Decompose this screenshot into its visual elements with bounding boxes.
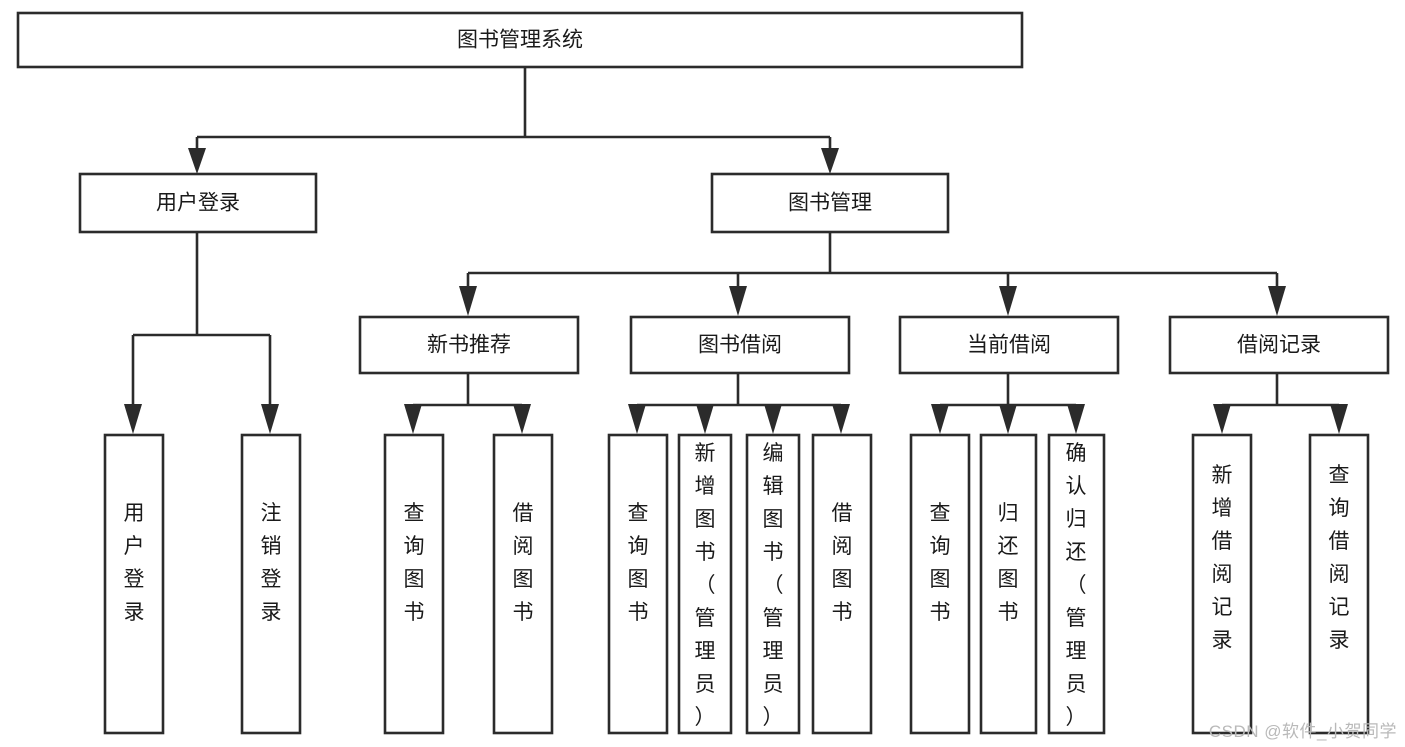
- leaf-query-book-newbook-box[interactable]: [383, 433, 445, 735]
- leaf-borrow-book-borrow-label: 借阅图书: [832, 502, 853, 624]
- arrow-root-to-book-mgmt: [821, 148, 839, 174]
- leaf-confirm-return-admin-box[interactable]: [1047, 433, 1106, 735]
- node-root-label: 图书管理系统: [457, 29, 583, 52]
- leaf-user-login-label: 用户登录: [124, 502, 145, 624]
- node-current-borrow[interactable]: 当前借阅: [898, 315, 1120, 375]
- leaf-add-borrow-record[interactable]: 新增借阅记录: [1191, 433, 1253, 735]
- leaf-return-book-box[interactable]: [979, 433, 1038, 735]
- leaf-return-book-label: 归还图书: [998, 502, 1019, 624]
- leaf-query-book-newbook[interactable]: 查询图书: [383, 433, 445, 735]
- leaf-query-book-current-box[interactable]: [909, 433, 971, 735]
- arrow-borrow-to-leaf1: [628, 404, 646, 434]
- node-book-management-box[interactable]: [710, 172, 950, 234]
- leaf-edit-book-admin[interactable]: 编辑图书（管理员）: [745, 433, 801, 735]
- leaf-edit-book-admin-box[interactable]: [745, 433, 801, 735]
- arrow-current-to-leaf2: [999, 404, 1017, 434]
- node-new-book-recommend-box[interactable]: [358, 315, 580, 375]
- leaf-query-borrow-record-box[interactable]: [1308, 433, 1370, 735]
- node-current-borrow-label: 当前借阅: [967, 334, 1051, 357]
- arrow-root-to-user-login: [188, 148, 206, 174]
- node-new-book-recommend-label: 新书推荐: [427, 334, 511, 357]
- arrow-bookmgmt-to-borrow: [729, 286, 747, 316]
- arrow-borrow-to-leaf2: [696, 404, 714, 434]
- leaf-query-book-current-label: 查询图书: [930, 502, 951, 624]
- arrow-userlogin-to-leaf1: [124, 404, 142, 434]
- leaf-edit-book-admin-label: 编辑图书（管理员）: [763, 442, 784, 729]
- node-user-login-box[interactable]: [78, 172, 318, 234]
- leaf-borrow-book-newbook-label: 借阅图书: [513, 502, 534, 624]
- node-borrow-records-label: 借阅记录: [1237, 334, 1321, 357]
- node-book-borrow-box[interactable]: [629, 315, 851, 375]
- arrow-borrow-to-leaf4: [832, 404, 850, 434]
- leaf-logout-box[interactable]: [240, 433, 302, 735]
- leaf-query-book-current[interactable]: 查询图书: [909, 433, 971, 735]
- node-borrow-records[interactable]: 借阅记录: [1168, 315, 1390, 375]
- arrow-records-to-leaf1: [1213, 404, 1231, 434]
- leaf-logout[interactable]: 注销登录: [240, 433, 302, 735]
- node-new-book-recommend[interactable]: 新书推荐: [358, 315, 580, 375]
- arrow-bookmgmt-to-newbook: [459, 286, 477, 316]
- arrow-current-to-leaf3: [1067, 404, 1085, 434]
- node-book-borrow[interactable]: 图书借阅: [629, 315, 851, 375]
- leaf-borrow-book-newbook[interactable]: 借阅图书: [492, 433, 554, 735]
- node-book-borrow-label: 图书借阅: [698, 334, 782, 357]
- leaf-add-borrow-record-box[interactable]: [1191, 433, 1253, 735]
- leaf-borrow-book-borrow[interactable]: 借阅图书: [811, 433, 873, 735]
- leaf-confirm-return-admin[interactable]: 确认归还（管理员）: [1047, 433, 1106, 735]
- leaf-query-borrow-record[interactable]: 查询借阅记录: [1308, 433, 1370, 735]
- leaf-confirm-return-admin-label: 确认归还（管理员）: [1066, 442, 1087, 729]
- leaf-add-book-admin-label: 新增图书（管理员）: [695, 442, 716, 729]
- node-root[interactable]: 图书管理系统: [16, 11, 1024, 69]
- leaf-borrow-book-newbook-box[interactable]: [492, 433, 554, 735]
- leaf-return-book[interactable]: 归还图书: [979, 433, 1038, 735]
- arrow-bookmgmt-to-current: [999, 286, 1017, 316]
- node-user-login[interactable]: 用户登录: [78, 172, 318, 234]
- leaf-add-borrow-record-label: 新增借阅记录: [1212, 464, 1233, 652]
- leaf-query-book-borrow-label: 查询图书: [628, 502, 649, 624]
- node-book-management-label: 图书管理: [788, 192, 872, 215]
- leaf-query-book-borrow[interactable]: 查询图书: [607, 433, 669, 735]
- leaf-add-book-admin-box[interactable]: [677, 433, 733, 735]
- arrow-newbook-to-leaf1: [404, 404, 422, 434]
- edges-layer: [124, 67, 1348, 434]
- node-user-login-label: 用户登录: [156, 192, 240, 215]
- leaf-user-login[interactable]: 用户登录: [103, 433, 165, 735]
- arrow-bookmgmt-to-records: [1268, 286, 1286, 316]
- node-root-box[interactable]: [16, 11, 1024, 69]
- leaf-query-book-newbook-label: 查询图书: [404, 502, 425, 624]
- leaf-logout-label: 注销登录: [261, 502, 282, 624]
- node-book-management[interactable]: 图书管理: [710, 172, 950, 234]
- leaf-borrow-book-borrow-box[interactable]: [811, 433, 873, 735]
- leaf-user-login-box[interactable]: [103, 433, 165, 735]
- arrow-current-to-leaf1: [931, 404, 949, 434]
- arrow-borrow-to-leaf3: [764, 404, 782, 434]
- leaf-query-borrow-record-label: 查询借阅记录: [1329, 464, 1350, 652]
- leaf-add-book-admin[interactable]: 新增图书（管理员）: [677, 433, 733, 735]
- arrow-userlogin-to-leaf2: [261, 404, 279, 434]
- node-borrow-records-box[interactable]: [1168, 315, 1390, 375]
- arrow-newbook-to-leaf2: [513, 404, 531, 434]
- arrow-records-to-leaf2: [1330, 404, 1348, 434]
- node-current-borrow-box[interactable]: [898, 315, 1120, 375]
- leaf-query-book-borrow-box[interactable]: [607, 433, 669, 735]
